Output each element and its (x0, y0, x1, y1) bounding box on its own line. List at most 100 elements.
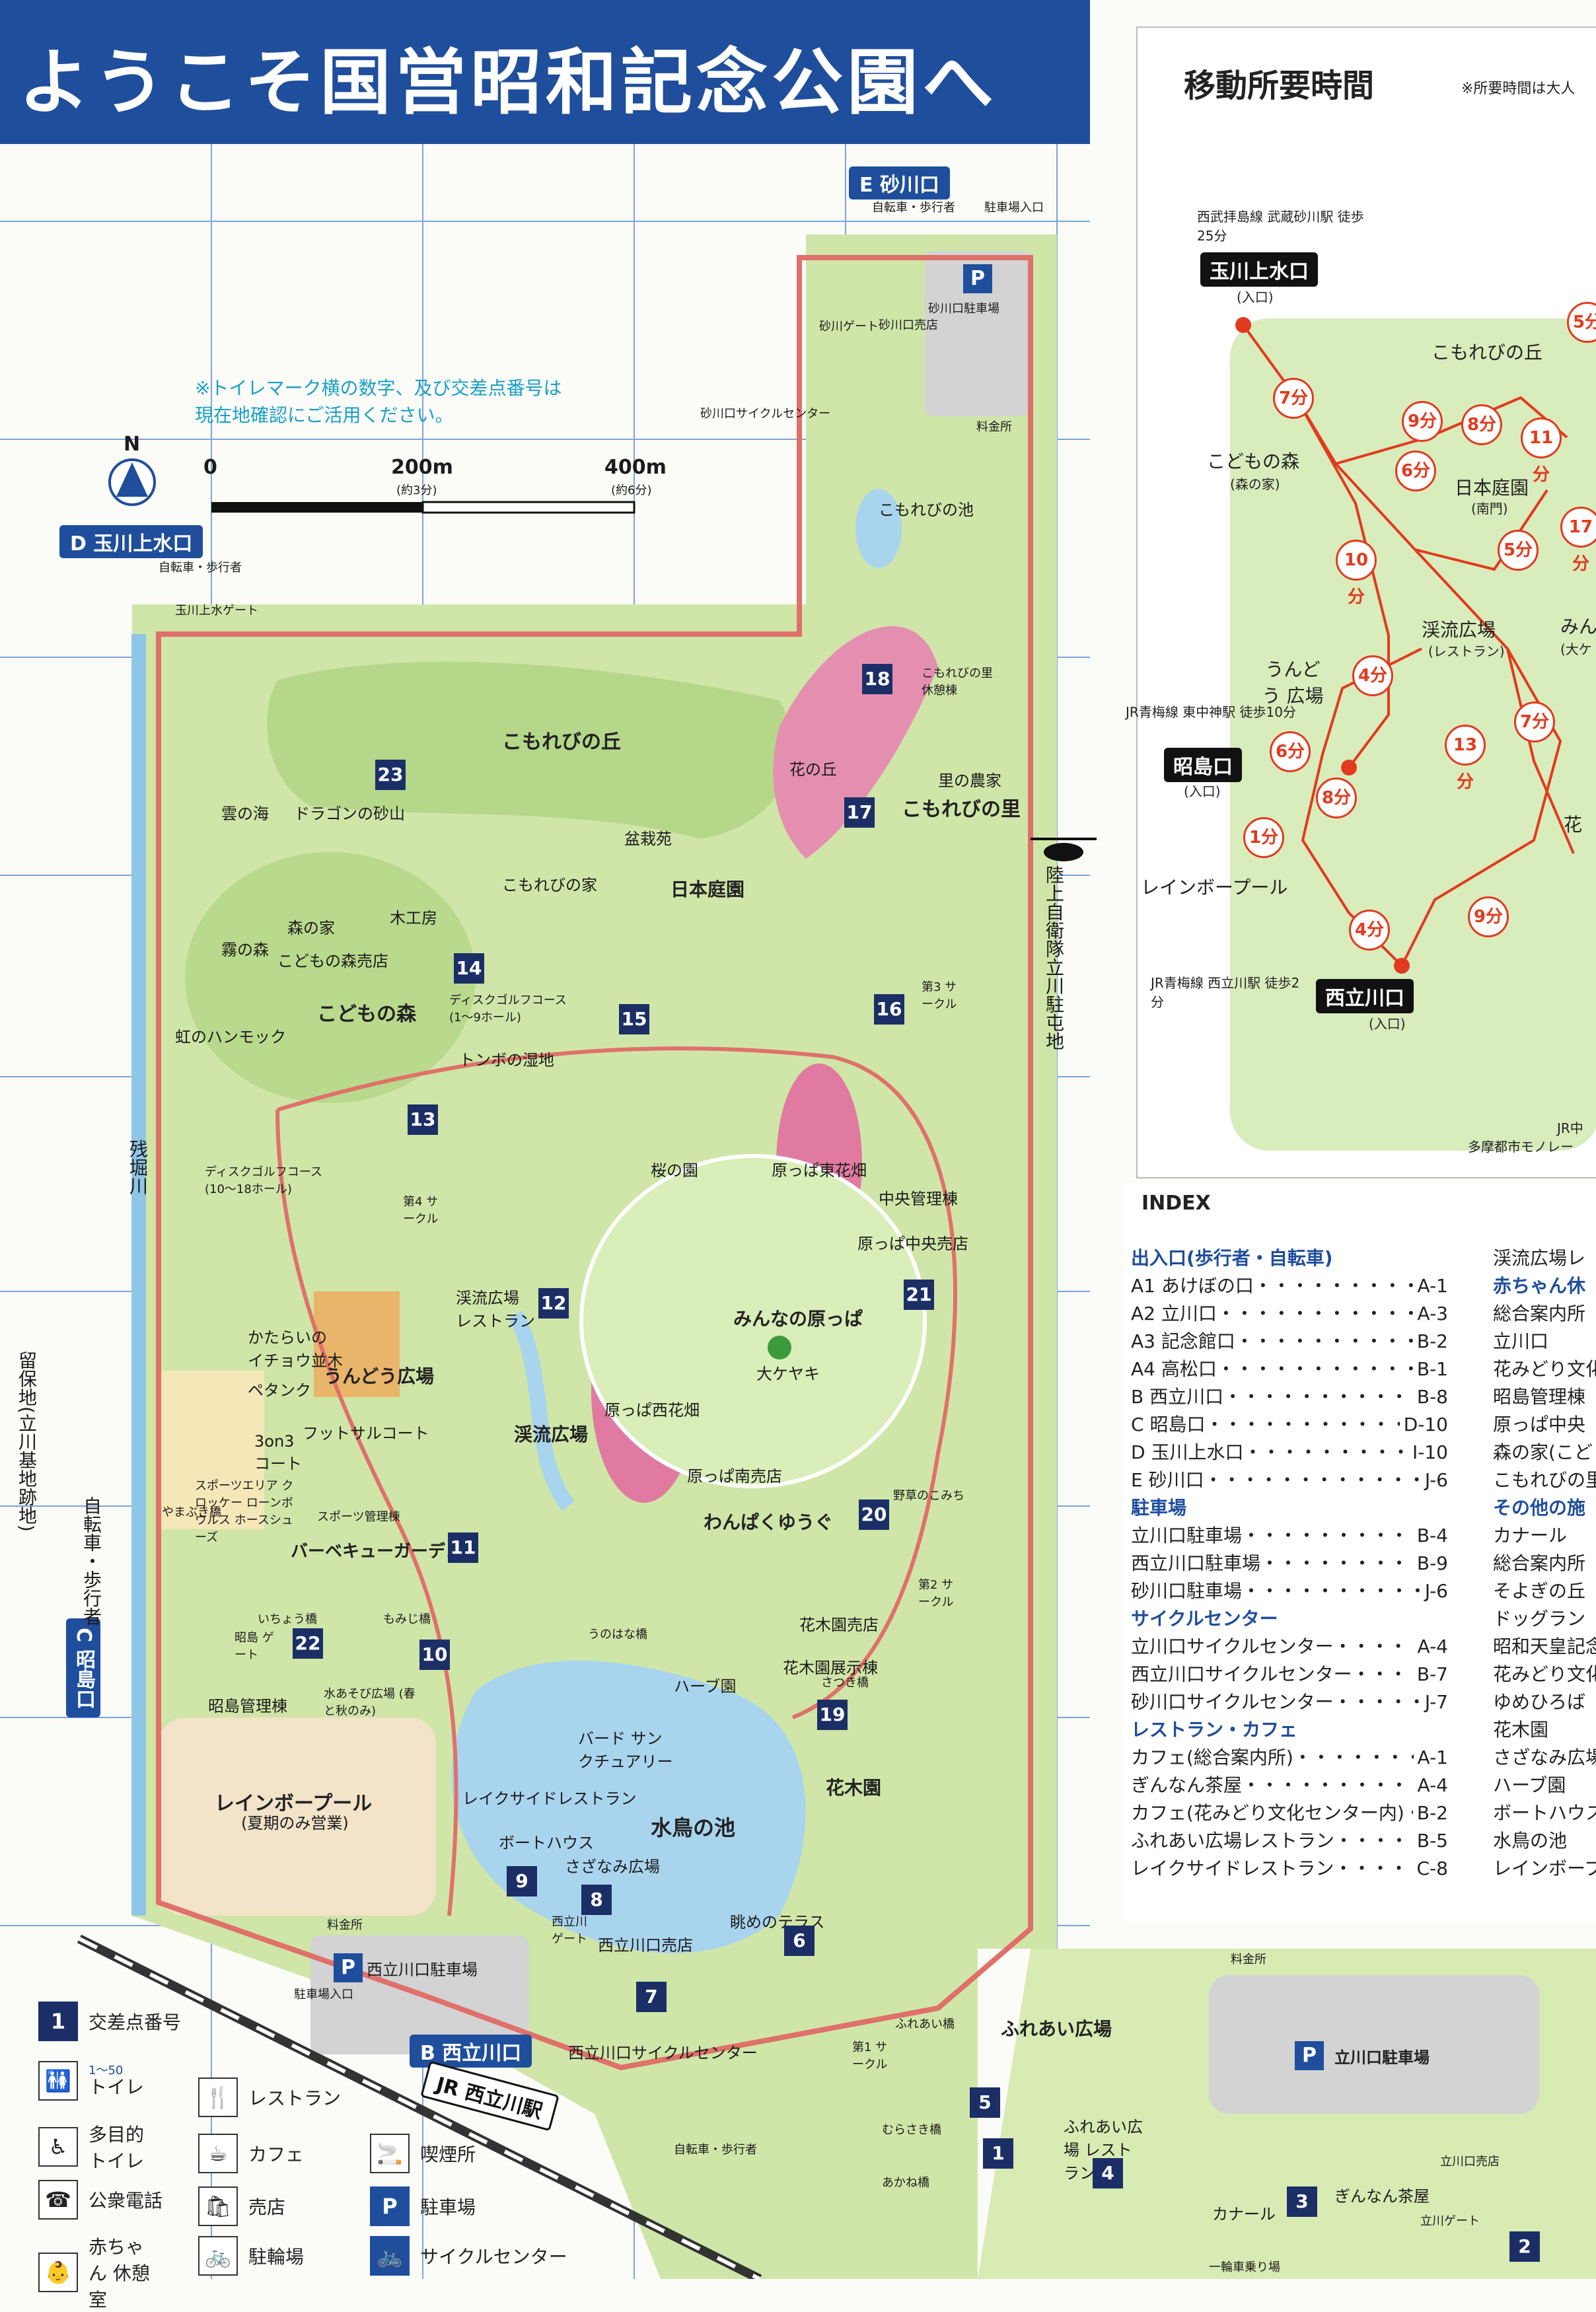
index-item-code: I-10 (1412, 1441, 1448, 1463)
cafe-icon: ☕ (198, 2134, 238, 2173)
label-circle1: 第1 サークル (852, 2041, 888, 2072)
label-sunagawa-parking: 砂川口駐車場 (928, 302, 999, 316)
index-item-name: ふれあい広場レストラン・・・・・・・・・・・・・・・・・・・・ (1131, 1830, 1413, 1852)
index-item-name: 西立川口サイクルセンター・・・・・・・・・・・・・・・・・・・・ (1131, 1663, 1413, 1685)
time-7min-a: 7分 (1273, 378, 1314, 419)
label-tonbo: トンボの湿地 (459, 1051, 554, 1069)
time-place-monorail: 多摩都市モノレー (1468, 1139, 1574, 1155)
label-kaboku-exhibit: 花木園展示棟 (783, 1659, 878, 1677)
index-item-code: J-6 (1424, 1580, 1448, 1602)
label-komorebi-sato-rest: こもれびの里 休憩棟 (922, 667, 993, 698)
parking-icon: P (370, 2186, 410, 2226)
junction-11: 11 (448, 1533, 478, 1563)
index-item-code: D-10 (1403, 1414, 1448, 1435)
index-item: 昭和天皇記念 (1493, 1636, 1596, 1657)
shop-icon: 🛍 (198, 2186, 238, 2226)
junction-icon: 1 (38, 2002, 78, 2041)
label-sato-noka: 里の農家 (938, 772, 1001, 790)
index-item-name: 砂川口サイクルセンター・・・・・・・・・・・・・・・・・・・・ (1131, 1691, 1421, 1713)
index-item-code: C-8 (1416, 1858, 1448, 1879)
gate-b-nishitachikawa[interactable]: B 西立川口 (410, 2035, 532, 2068)
index-item: A4 高松口・・・・・・・・・・・・・・・・・・・・B-1 (1131, 1355, 1448, 1383)
index-item-code: A-4 (1417, 1774, 1448, 1796)
label-circle2: 第2 サークル (918, 1578, 954, 1609)
label-komorebi-ike: こもれびの池 (879, 501, 974, 519)
index-item-code: A-4 (1417, 1636, 1448, 1657)
gate-e-sunagawa[interactable]: E 砂川口 (849, 166, 950, 199)
label-akane: あかね橋 (882, 2176, 929, 2190)
index-item-code: B-9 (1416, 1552, 1448, 1574)
time-place-hana: 花 (1564, 814, 1583, 836)
index-item-code: B-2 (1416, 1330, 1448, 1352)
legend-junction-label: 交差点番号 (89, 2011, 182, 2033)
time-place-kodomo: こどもの森 (1207, 451, 1300, 472)
gate-c-akishima[interactable]: C 昭島口 (66, 1618, 100, 1718)
komorebi-pond (855, 489, 902, 568)
helicopter-icon (1031, 838, 1097, 861)
index-item: 立川口 (1493, 1330, 1549, 1352)
inner-path-2 (275, 1109, 458, 1916)
label-tachikawa-shop: 立川口売店 (1440, 2155, 1500, 2169)
index-item: D 玉川上水口・・・・・・・・・・・・・・・・・・・・I-10 (1131, 1439, 1448, 1466)
legend-restaurant-label: レストラン (248, 2087, 342, 2109)
label-futsal: フットサルコート (303, 1424, 429, 1443)
label-chuo-kanri: 中央管理棟 (879, 1190, 958, 1208)
label-akishima-gate: 昭島 ゲート (235, 1631, 274, 1662)
time-gate-tamagawa[interactable]: 玉川上水口 (1200, 252, 1318, 287)
label-zanbori: 残堀川 (127, 1139, 149, 1195)
label-yamabuki: やまぶき橋 (162, 1505, 221, 1519)
label-kodomo-mori: こどもの森 (317, 1003, 416, 1026)
label-nishitachi-parking: 西立川口駐車場 (367, 1961, 478, 1979)
index-item-name: A4 高松口・・・・・・・・・・・・・・・・・・・・ (1131, 1358, 1413, 1380)
sunagawa-parking-lot (925, 251, 1031, 416)
junction-15: 15 (619, 1004, 649, 1034)
scale-400m: 400m (604, 456, 667, 479)
index-item: ふれあい広場レストラン・・・・・・・・・・・・・・・・・・・・B-5 (1131, 1827, 1448, 1855)
index-item: 総合案内所 (1493, 1552, 1586, 1574)
label-sports: スポーツエリア クロッケー ローンボウルス ホースシューズ (195, 1479, 294, 1544)
wheelchair-icon: ♿ (38, 2127, 78, 2167)
gate-e-parking-in: 駐車場入口 (984, 201, 1044, 215)
map-note: ※トイレマーク横の数字、及び交差点番号は 現在地確認にご活用ください。 (195, 375, 562, 429)
label-mizudori: 水鳥の池 (651, 1815, 736, 1840)
north-arrow-icon (108, 458, 156, 506)
time-13min: 13分 (1445, 725, 1486, 792)
label-ryokinsho-west: 料金所 (327, 1918, 363, 1932)
label-sunagawa-cycle: 砂川口サイクルセンター (700, 407, 831, 421)
label-harappa-minami: 原っぱ南売店 (687, 1467, 782, 1486)
legend-junction: 1 交差点番号 (38, 2002, 181, 2041)
time-17min: 17分 (1560, 507, 1596, 574)
label-nihon-teien: 日本庭園 (671, 879, 745, 900)
index-item-code: A-1 (1417, 1275, 1448, 1297)
index-item: 昭島管理棟 (1493, 1386, 1586, 1408)
time-gate-akishima[interactable]: 昭島口 (1164, 748, 1242, 782)
junction-7: 7 (636, 1982, 667, 2012)
parking-sunagawa-icon: P (963, 264, 992, 293)
tachikawa-parking-lot (1209, 1975, 1539, 2114)
time-gate-nishitachi[interactable]: 西立川口 (1316, 979, 1414, 1013)
time-place-minna-sub: (大ケ (1560, 641, 1592, 657)
label-unohana: うのはな橋 (588, 1628, 647, 1642)
junction-1: 1 (983, 2138, 1013, 2169)
cycle-center-icon: 🚲 (370, 2236, 410, 2276)
index-item-code: A-1 (1417, 1747, 1448, 1768)
junction-13: 13 (408, 1104, 438, 1135)
time-gate-akishima-sub: (入口) (1184, 783, 1221, 799)
label-ichoh: かたらいの イチョウ並木 (248, 1328, 343, 1370)
time-9min-b: 9分 (1468, 896, 1509, 937)
label-harappa-chuo-shop: 原っぱ中央売店 (857, 1235, 968, 1253)
gate-d-tamagawa[interactable]: D 玉川上水口 (59, 525, 203, 558)
index-item: E 砂川口・・・・・・・・・・・・・・・・・・・・J-6 (1131, 1466, 1448, 1494)
keiryu-stream (508, 1311, 575, 1511)
rainbow-pool-area (159, 1717, 436, 1916)
legend-cycle: 🚲 サイクルセンター (370, 2236, 567, 2276)
minna-harappa-field (579, 1154, 927, 1488)
scale-200m: 200m (391, 456, 453, 479)
index-section: その他の施 (1493, 1497, 1586, 1519)
legend-cycle-label: サイクルセンター (420, 2246, 567, 2268)
kodomo-forest (185, 852, 476, 1103)
label-herb: ハーブ園 (674, 1677, 737, 1696)
index-column-2: 渓流広場レ赤ちゃん休総合案内所立川口花みどり文化昭島管理棟原っぱ中央森の家(こど… (1493, 1245, 1596, 1883)
legend-restaurant: 🍴 レストラン (198, 2077, 341, 2117)
tamagawa-access: 西武拝島線 武蔵砂川駅 徒歩25分 (1197, 209, 1364, 244)
